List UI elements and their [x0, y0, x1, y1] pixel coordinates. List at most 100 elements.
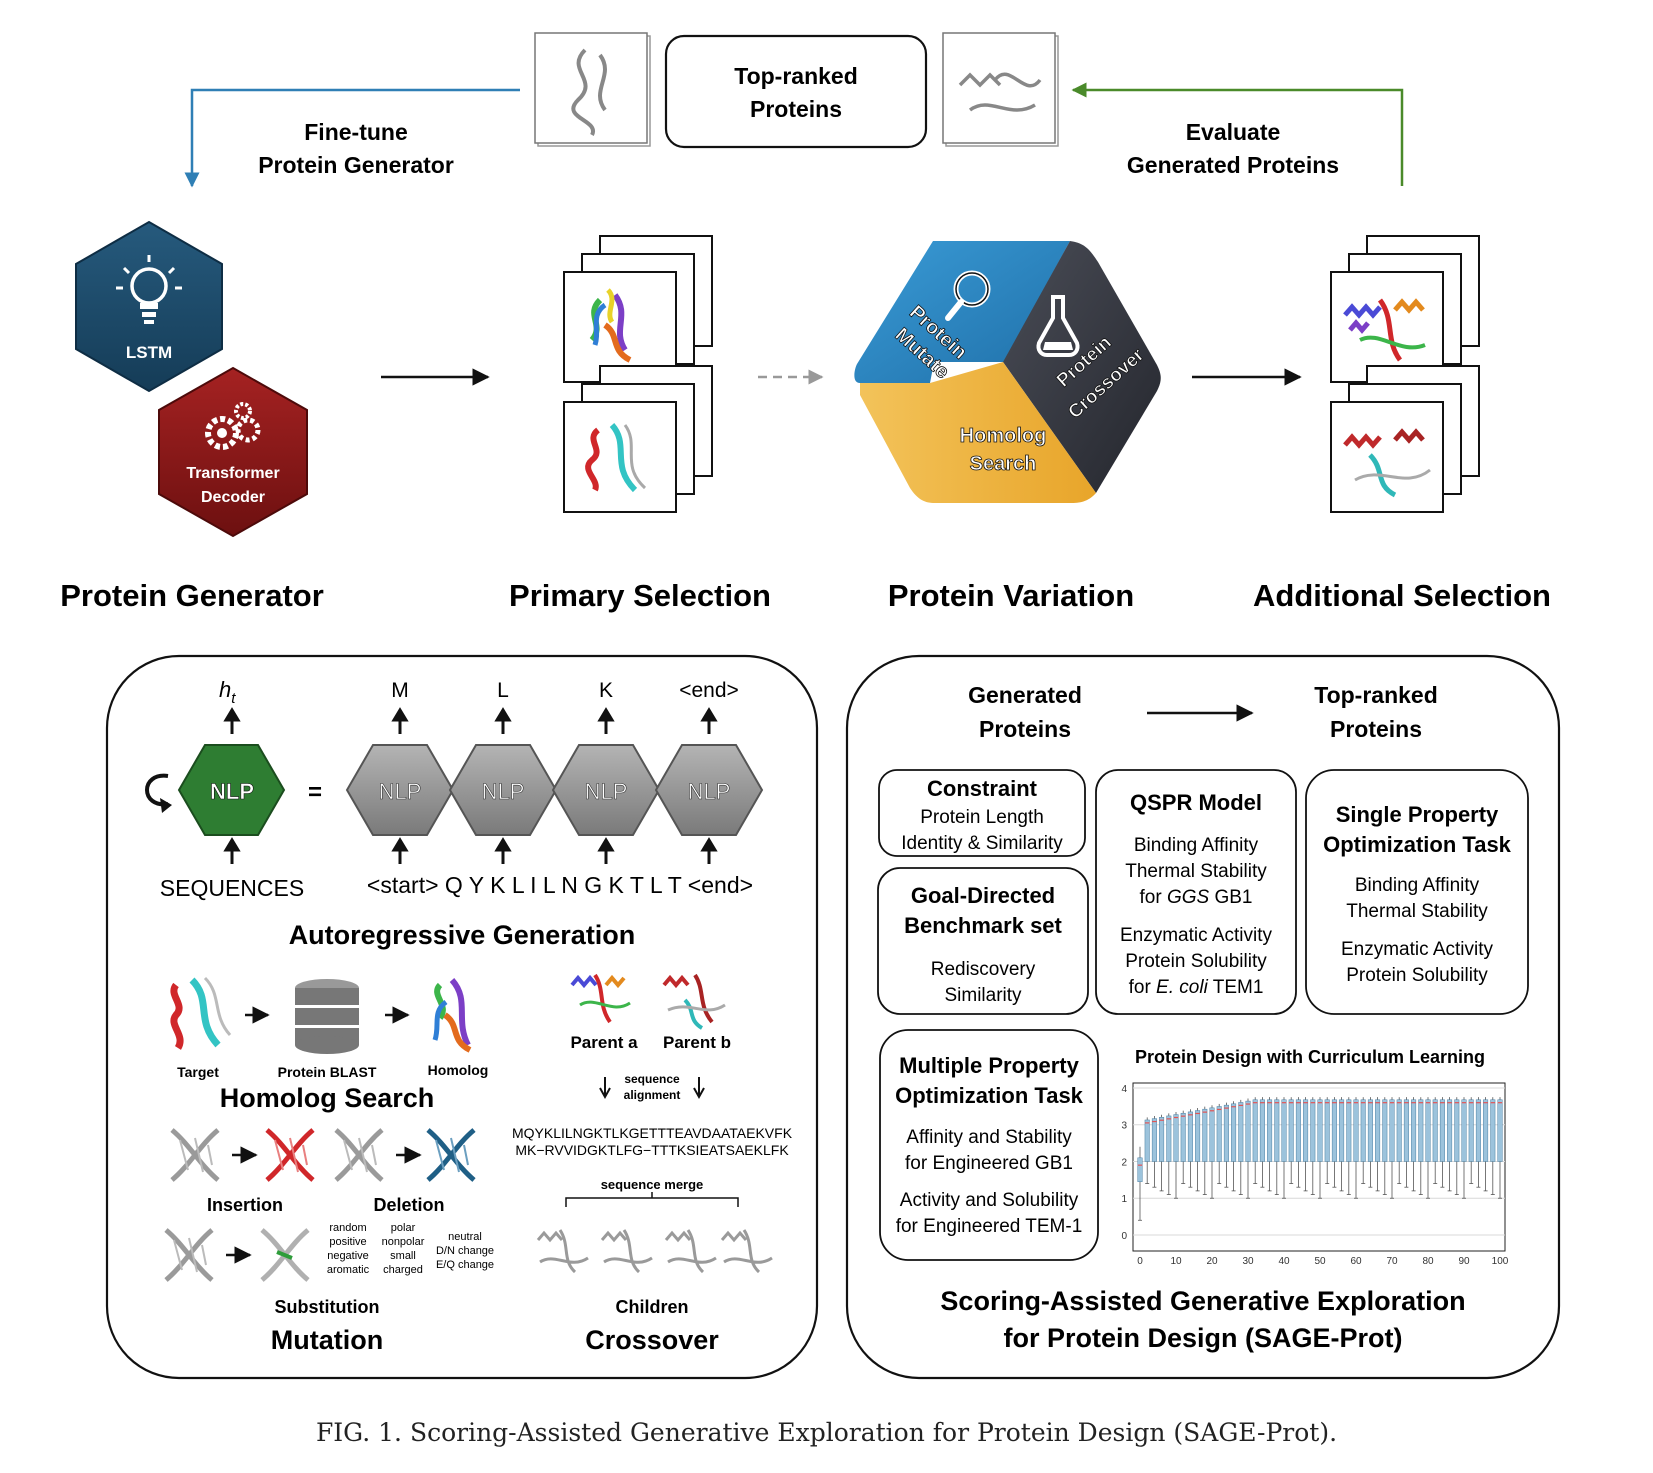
box	[1231, 1103, 1237, 1162]
box	[1295, 1099, 1301, 1162]
svg-text:Optimization Task: Optimization Task	[895, 1083, 1084, 1108]
y-tick-label: 3	[1121, 1121, 1127, 1132]
svg-text:NLP: NLP	[379, 779, 422, 804]
children-images	[536, 1229, 773, 1274]
svg-text:Protein Solubility: Protein Solubility	[1125, 951, 1267, 972]
svg-text:Identity & Similarity: Identity & Similarity	[901, 833, 1063, 854]
substitution-label: Substitution	[275, 1297, 380, 1317]
svg-text:NLP: NLP	[688, 779, 731, 804]
magnifier-icon	[945, 270, 991, 321]
x-tick-label: 30	[1242, 1256, 1254, 1267]
box	[1274, 1099, 1280, 1162]
box	[1223, 1104, 1229, 1162]
dna-red-icon	[265, 1128, 315, 1182]
transformer-label-l2: Decoder	[201, 489, 265, 506]
transformer-hexagon: Transformer Decoder	[158, 366, 308, 538]
top-ranked-l1: Top-ranked	[1314, 682, 1438, 708]
dna-blue-icon	[426, 1128, 476, 1182]
y-tick-label: 2	[1121, 1157, 1127, 1168]
box	[1425, 1099, 1431, 1162]
additional-selection-stack-bottom	[1330, 365, 1480, 513]
insertion-label: Insertion	[207, 1195, 283, 1215]
box	[1497, 1099, 1503, 1162]
merge-label: sequence merge	[601, 1177, 704, 1192]
box	[1418, 1099, 1424, 1162]
svg-text:polar: polar	[391, 1222, 416, 1234]
box	[1209, 1107, 1215, 1162]
homolog-search-segment	[860, 362, 1096, 503]
stage-label-protein-variation: Protein Variation	[888, 578, 1134, 613]
figure-caption: FIG. 1. Scoring-Assisted Generative Expl…	[315, 1418, 1338, 1447]
stage-label-primary-selection: Primary Selection	[509, 578, 771, 613]
box	[1461, 1099, 1467, 1162]
ht-label: ht	[219, 677, 236, 707]
homolog-title: Homolog Search	[220, 1083, 435, 1113]
alignment-label-l1: sequence	[624, 1072, 680, 1086]
protein-variation-cycle: Protein Mutate Protein Crossover Homolog…	[854, 241, 1161, 503]
input-sequence: <start> Q Y K L I L N G K T L T <end>	[367, 872, 753, 898]
box	[1173, 1114, 1179, 1162]
svg-text:Binding Affinity: Binding Affinity	[1355, 875, 1480, 896]
svg-text:Protein Solubility: Protein Solubility	[1346, 965, 1488, 986]
box	[1259, 1099, 1265, 1162]
top-ranked-label-l1: Top-ranked	[734, 63, 858, 89]
output-token-2: K	[599, 679, 613, 702]
box	[1317, 1099, 1323, 1162]
x-tick-label: 40	[1278, 1256, 1290, 1267]
svg-text:E/Q change: E/Q change	[436, 1259, 494, 1271]
box	[1288, 1099, 1294, 1162]
svg-text:Affinity and Stability: Affinity and Stability	[906, 1127, 1072, 1148]
box	[1439, 1099, 1445, 1162]
svg-text:Rediscovery: Rediscovery	[931, 959, 1036, 980]
dna-grey-icon-1	[170, 1128, 220, 1182]
box	[1447, 1099, 1453, 1162]
box	[1360, 1099, 1366, 1162]
x-tick-label: 90	[1458, 1256, 1470, 1267]
homolog-protein-image	[432, 977, 472, 1053]
box	[1252, 1099, 1258, 1162]
svg-text:for GGS GB1: for GGS GB1	[1140, 887, 1253, 908]
crossover-section: Parent a Parent b sequence alignment MQY…	[512, 973, 793, 1355]
finetune-arrow	[184, 88, 520, 188]
x-tick-label: 60	[1350, 1256, 1362, 1267]
blast-label: Protein BLAST	[278, 1064, 377, 1080]
box	[1216, 1106, 1222, 1162]
svg-text:NLP: NLP	[585, 779, 628, 804]
database-icon	[295, 979, 359, 1054]
box	[1346, 1099, 1352, 1162]
y-tick-label: 0	[1121, 1231, 1127, 1242]
equals-sign: =	[308, 779, 322, 806]
box	[1432, 1099, 1438, 1162]
svg-text:negative: negative	[327, 1250, 369, 1262]
svg-text:Activity and Solubility: Activity and Solubility	[900, 1190, 1079, 1211]
x-tick-label: 10	[1170, 1256, 1182, 1267]
svg-text:Goal-Directed: Goal-Directed	[911, 883, 1055, 908]
box	[1483, 1099, 1489, 1162]
homolog-label-l2: Search	[970, 453, 1037, 475]
y-tick-label: 4	[1121, 1084, 1127, 1095]
top-protein-thumb-right	[942, 32, 1059, 147]
mutation-section: Insertion Deletion random positive negat…	[164, 1128, 494, 1355]
chart-title: Protein Design with Curriculum Learning	[1135, 1047, 1485, 1067]
protein-crossover-segment	[1003, 241, 1161, 493]
box	[1195, 1110, 1201, 1162]
box	[1375, 1099, 1381, 1162]
output-token-0: M	[391, 679, 409, 702]
svg-text:Protein Length: Protein Length	[920, 807, 1044, 828]
top-ranked-l2: Proteins	[1330, 716, 1422, 742]
svg-text:for Engineered TEM-1: for Engineered TEM-1	[896, 1216, 1083, 1237]
box	[1468, 1099, 1474, 1162]
autoregressive-section: ht M L K <end> NLP = NLP	[145, 677, 764, 950]
target-label: Target	[177, 1064, 219, 1080]
svg-text:positive: positive	[329, 1236, 366, 1248]
svg-text:QSPR Model: QSPR Model	[1130, 790, 1262, 815]
generated-proteins-l1: Generated	[968, 682, 1082, 708]
svg-text:aromatic: aromatic	[327, 1264, 370, 1276]
box	[1367, 1099, 1373, 1162]
box	[1353, 1099, 1359, 1162]
box	[1238, 1102, 1244, 1162]
recurrent-loop-icon	[145, 773, 169, 807]
sequence-b: MK−RVVIDGKTLFG−TTTKSIEATSAEKLFK	[515, 1142, 789, 1158]
primary-selection-stack-top	[563, 235, 713, 383]
